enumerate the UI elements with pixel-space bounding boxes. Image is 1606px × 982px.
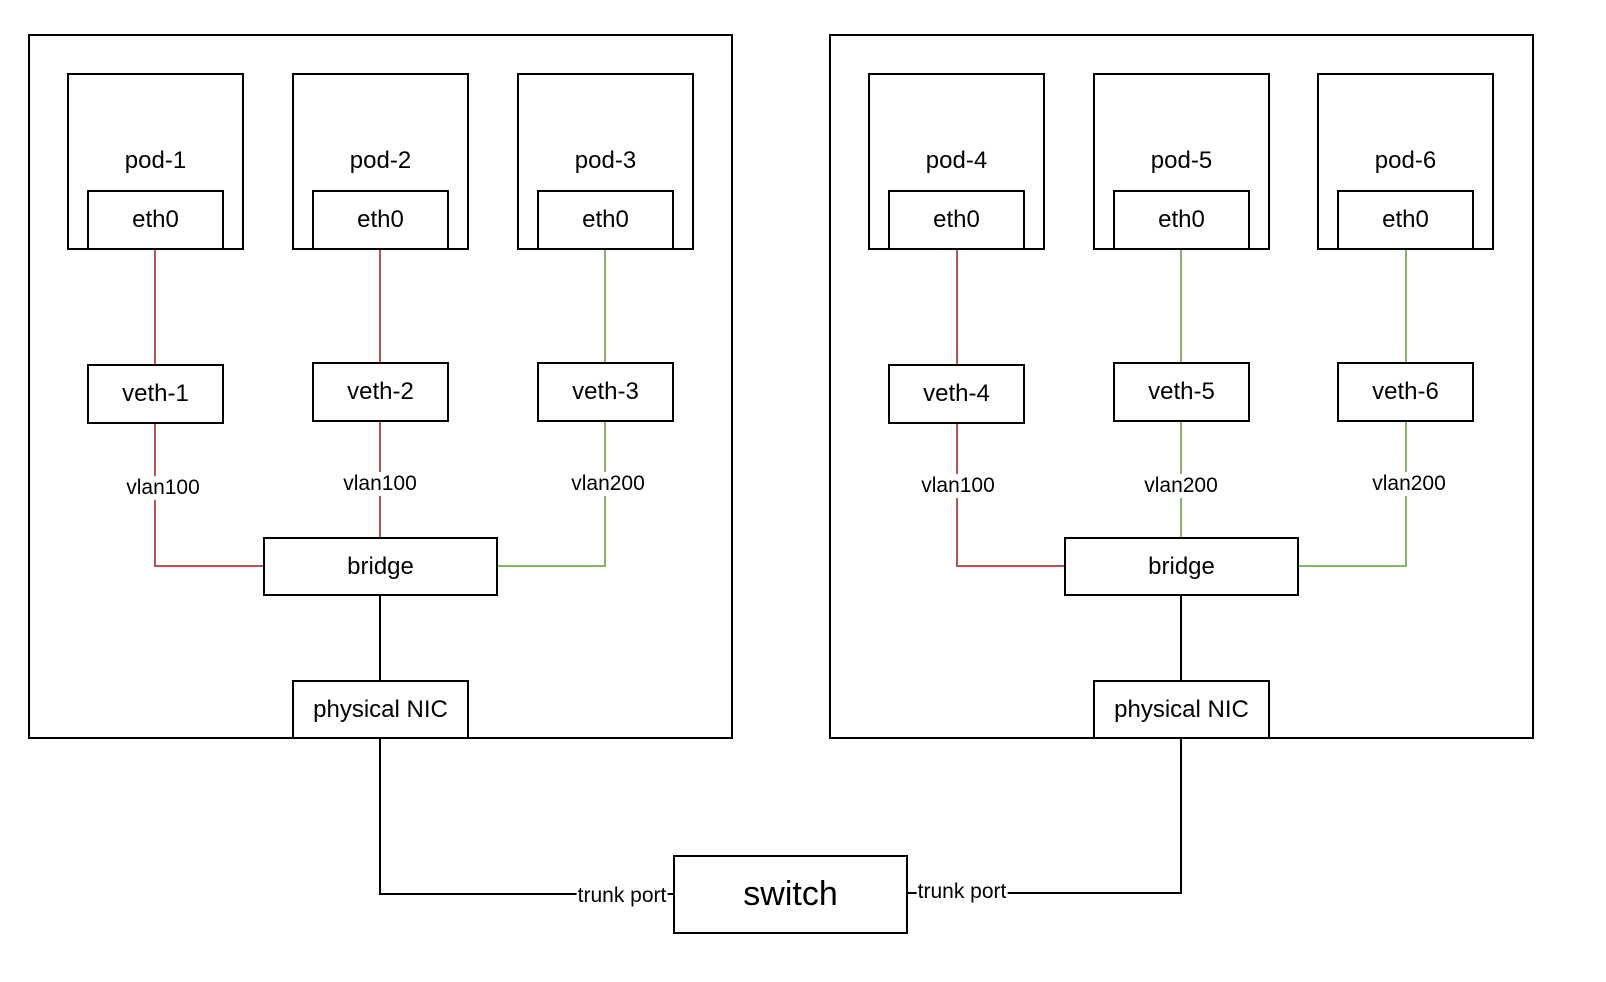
- veth-3-box[interactable]: veth-3: [537, 362, 674, 422]
- vlan-label-veth-5: vlan200: [1143, 474, 1219, 498]
- physical-nic-2[interactable]: physical NIC: [1093, 680, 1270, 739]
- pod-3-eth0[interactable]: eth0: [537, 190, 674, 250]
- host-2-wires: [956, 250, 1407, 680]
- pod-3-label: pod-3: [574, 147, 637, 174]
- wire-veth1-bridge: [154, 423, 263, 567]
- switch-box[interactable]: switch: [673, 855, 908, 934]
- veth-4-box[interactable]: veth-4: [888, 364, 1025, 424]
- veth-6-box[interactable]: veth-6: [1337, 362, 1474, 422]
- physical-nic-1[interactable]: physical NIC: [292, 680, 469, 739]
- pod-1-label: pod-1: [124, 147, 187, 174]
- trunk-port-label-right: trunk port: [916, 880, 1008, 904]
- pod-6-eth0[interactable]: eth0: [1337, 190, 1474, 250]
- vlan-label-veth-3: vlan200: [570, 472, 646, 496]
- wire-veth3-bridge: [497, 421, 606, 567]
- vlan-label-veth-4: vlan100: [920, 474, 996, 498]
- veth-5-box[interactable]: veth-5: [1113, 362, 1250, 422]
- pod-1-eth0[interactable]: eth0: [87, 190, 224, 250]
- pod-2-eth0[interactable]: eth0: [312, 190, 449, 250]
- veth-1-box[interactable]: veth-1: [87, 364, 224, 424]
- pod-6-label: pod-6: [1374, 147, 1437, 174]
- veth-2-box[interactable]: veth-2: [312, 362, 449, 422]
- trunk-wire-left: [379, 738, 673, 895]
- pod-4-label: pod-4: [925, 147, 988, 174]
- vlan-label-veth-1: vlan100: [125, 476, 201, 500]
- pod-5-label: pod-5: [1150, 147, 1213, 174]
- bridge-2[interactable]: bridge: [1064, 537, 1299, 596]
- pod-5-eth0[interactable]: eth0: [1113, 190, 1250, 250]
- trunk-port-label-left: trunk port: [576, 884, 668, 908]
- vlan-label-veth-2: vlan100: [342, 472, 418, 496]
- pod-2-label: pod-2: [349, 147, 412, 174]
- wire-veth4-bridge: [956, 423, 1064, 567]
- bridge-1[interactable]: bridge: [263, 537, 498, 596]
- vlan-label-veth-6: vlan200: [1371, 472, 1447, 496]
- trunk-wire-right: [907, 738, 1182, 894]
- pod-4-eth0[interactable]: eth0: [888, 190, 1025, 250]
- wire-veth6-bridge: [1298, 421, 1407, 567]
